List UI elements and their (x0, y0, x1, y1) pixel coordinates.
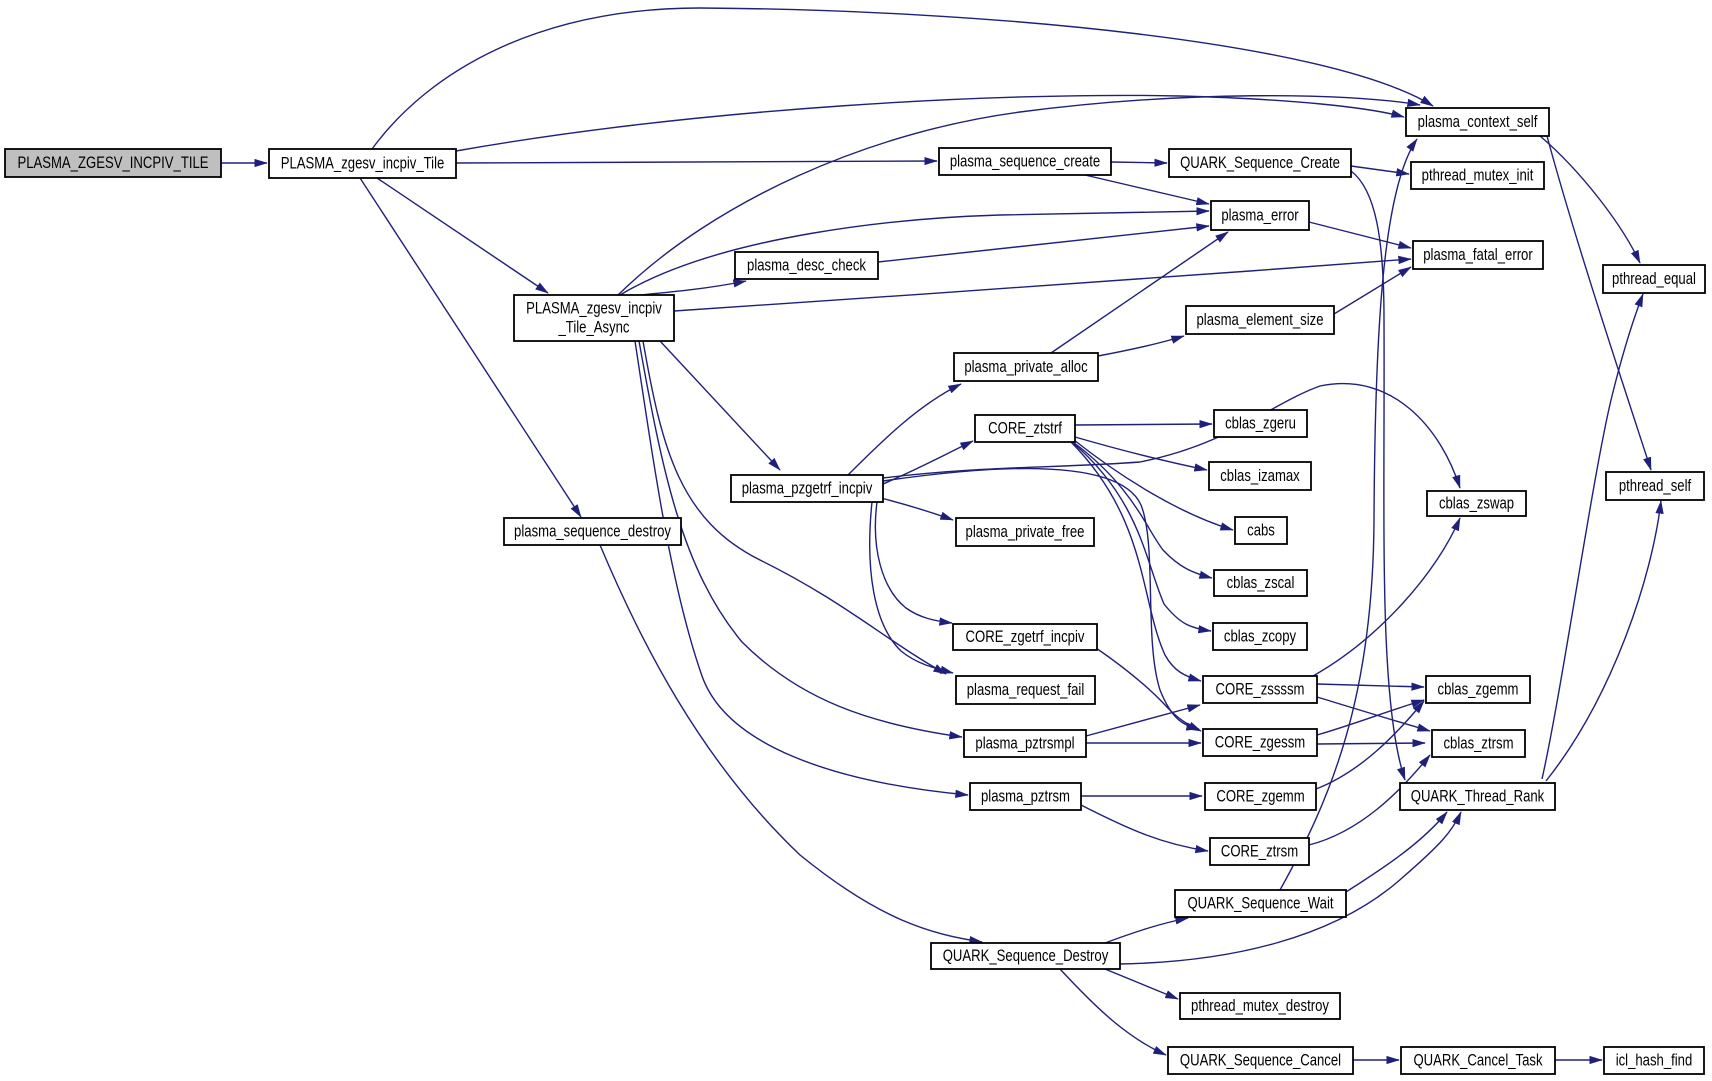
svg-text:cblas_zswap: cblas_zswap (1439, 493, 1514, 512)
svg-text:plasma_error: plasma_error (1221, 205, 1299, 224)
svg-text:CORE_zgessm: CORE_zgessm (1215, 732, 1305, 751)
svg-text:CORE_ztrsm: CORE_ztrsm (1221, 841, 1298, 860)
svg-text:cblas_zcopy: cblas_zcopy (1224, 626, 1297, 645)
svg-text:icl_hash_find: icl_hash_find (1616, 1050, 1693, 1069)
svg-text:CORE_zssssm: CORE_zssssm (1216, 679, 1305, 698)
svg-text:plasma_fatal_error: plasma_fatal_error (1423, 245, 1533, 264)
svg-text:QUARK_Cancel_Task: QUARK_Cancel_Task (1413, 1050, 1542, 1069)
svg-text:PLASMA_ZGESV_INCPIV_TILE: PLASMA_ZGESV_INCPIV_TILE (17, 153, 208, 172)
svg-text:CORE_zgetrf_incpiv: CORE_zgetrf_incpiv (966, 627, 1085, 646)
svg-text:_Tile_Async: _Tile_Async (558, 318, 630, 337)
svg-text:QUARK_Thread_Rank: QUARK_Thread_Rank (1411, 786, 1545, 805)
svg-text:plasma_element_size: plasma_element_size (1197, 310, 1324, 329)
svg-text:plasma_context_self: plasma_context_self (1418, 112, 1538, 131)
svg-text:plasma_sequence_destroy: plasma_sequence_destroy (514, 521, 671, 540)
svg-text:cblas_izamax: cblas_izamax (1220, 466, 1300, 485)
svg-text:plasma_private_free: plasma_private_free (966, 522, 1085, 541)
svg-text:plasma_pzgetrf_incpiv: plasma_pzgetrf_incpiv (742, 478, 873, 497)
svg-text:plasma_desc_check: plasma_desc_check (747, 255, 866, 274)
svg-text:pthread_mutex_init: pthread_mutex_init (1422, 165, 1534, 184)
svg-text:cblas_zgemm: cblas_zgemm (1438, 679, 1519, 698)
svg-text:cabs: cabs (1247, 520, 1275, 539)
svg-text:plasma_private_alloc: plasma_private_alloc (964, 357, 1088, 376)
svg-text:QUARK_Sequence_Wait: QUARK_Sequence_Wait (1187, 893, 1333, 912)
svg-text:cblas_ztrsm: cblas_ztrsm (1444, 733, 1514, 752)
svg-text:cblas_zscal: cblas_zscal (1227, 573, 1295, 592)
svg-text:pthread_self: pthread_self (1619, 476, 1692, 495)
svg-text:CORE_ztstrf: CORE_ztstrf (988, 418, 1062, 437)
svg-text:PLASMA_zgesv_incpiv_Tile: PLASMA_zgesv_incpiv_Tile (281, 153, 445, 172)
svg-text:pthread_equal: pthread_equal (1612, 269, 1696, 288)
svg-text:PLASMA_zgesv_incpiv: PLASMA_zgesv_incpiv (526, 298, 662, 317)
svg-text:pthread_mutex_destroy: pthread_mutex_destroy (1191, 996, 1329, 1015)
svg-text:plasma_request_fail: plasma_request_fail (967, 680, 1085, 699)
svg-text:QUARK_Sequence_Cancel: QUARK_Sequence_Cancel (1180, 1050, 1341, 1069)
svg-text:QUARK_Sequence_Create: QUARK_Sequence_Create (1180, 153, 1340, 172)
svg-text:cblas_zgeru: cblas_zgeru (1225, 413, 1296, 432)
svg-text:plasma_sequence_create: plasma_sequence_create (950, 151, 1100, 170)
svg-text:CORE_zgemm: CORE_zgemm (1216, 786, 1304, 805)
svg-text:plasma_pztrsm: plasma_pztrsm (981, 786, 1070, 805)
svg-text:QUARK_Sequence_Destroy: QUARK_Sequence_Destroy (943, 946, 1109, 965)
svg-text:plasma_pztrsmpl: plasma_pztrsmpl (975, 733, 1074, 752)
